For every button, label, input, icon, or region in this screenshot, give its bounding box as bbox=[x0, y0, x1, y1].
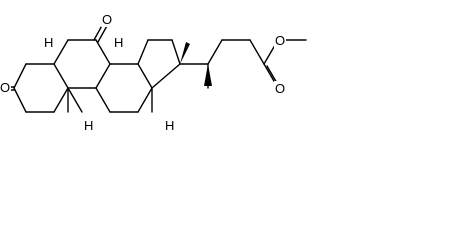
atom-label-h8: H bbox=[114, 35, 123, 50]
ring-d bbox=[137, 39, 181, 89]
stereo-bonds bbox=[180, 42, 212, 86]
ring-a bbox=[13, 63, 69, 113]
atom-label-oxygen-ester-carbonyl: O bbox=[275, 81, 285, 96]
wedge-bond-c20 bbox=[204, 64, 212, 86]
steroid-structure-diagram: O O O O H H H H bbox=[0, 12, 307, 133]
atom-label-oxygen-ester-single: O bbox=[275, 33, 285, 48]
ring-c bbox=[95, 63, 153, 113]
atom-label-oxygen-c3: O bbox=[0, 80, 10, 95]
wedge-bond-c17 bbox=[180, 42, 190, 64]
atom-label-h14: H bbox=[165, 118, 174, 133]
side-chain bbox=[179, 39, 265, 89]
ring-b bbox=[53, 39, 111, 113]
atom-label-h5: H bbox=[44, 35, 53, 50]
atom-label-oxygen-c7: O bbox=[102, 12, 112, 27]
atom-label-h9: H bbox=[84, 118, 93, 133]
atom-labels: O O O O H H H H bbox=[0, 12, 286, 133]
